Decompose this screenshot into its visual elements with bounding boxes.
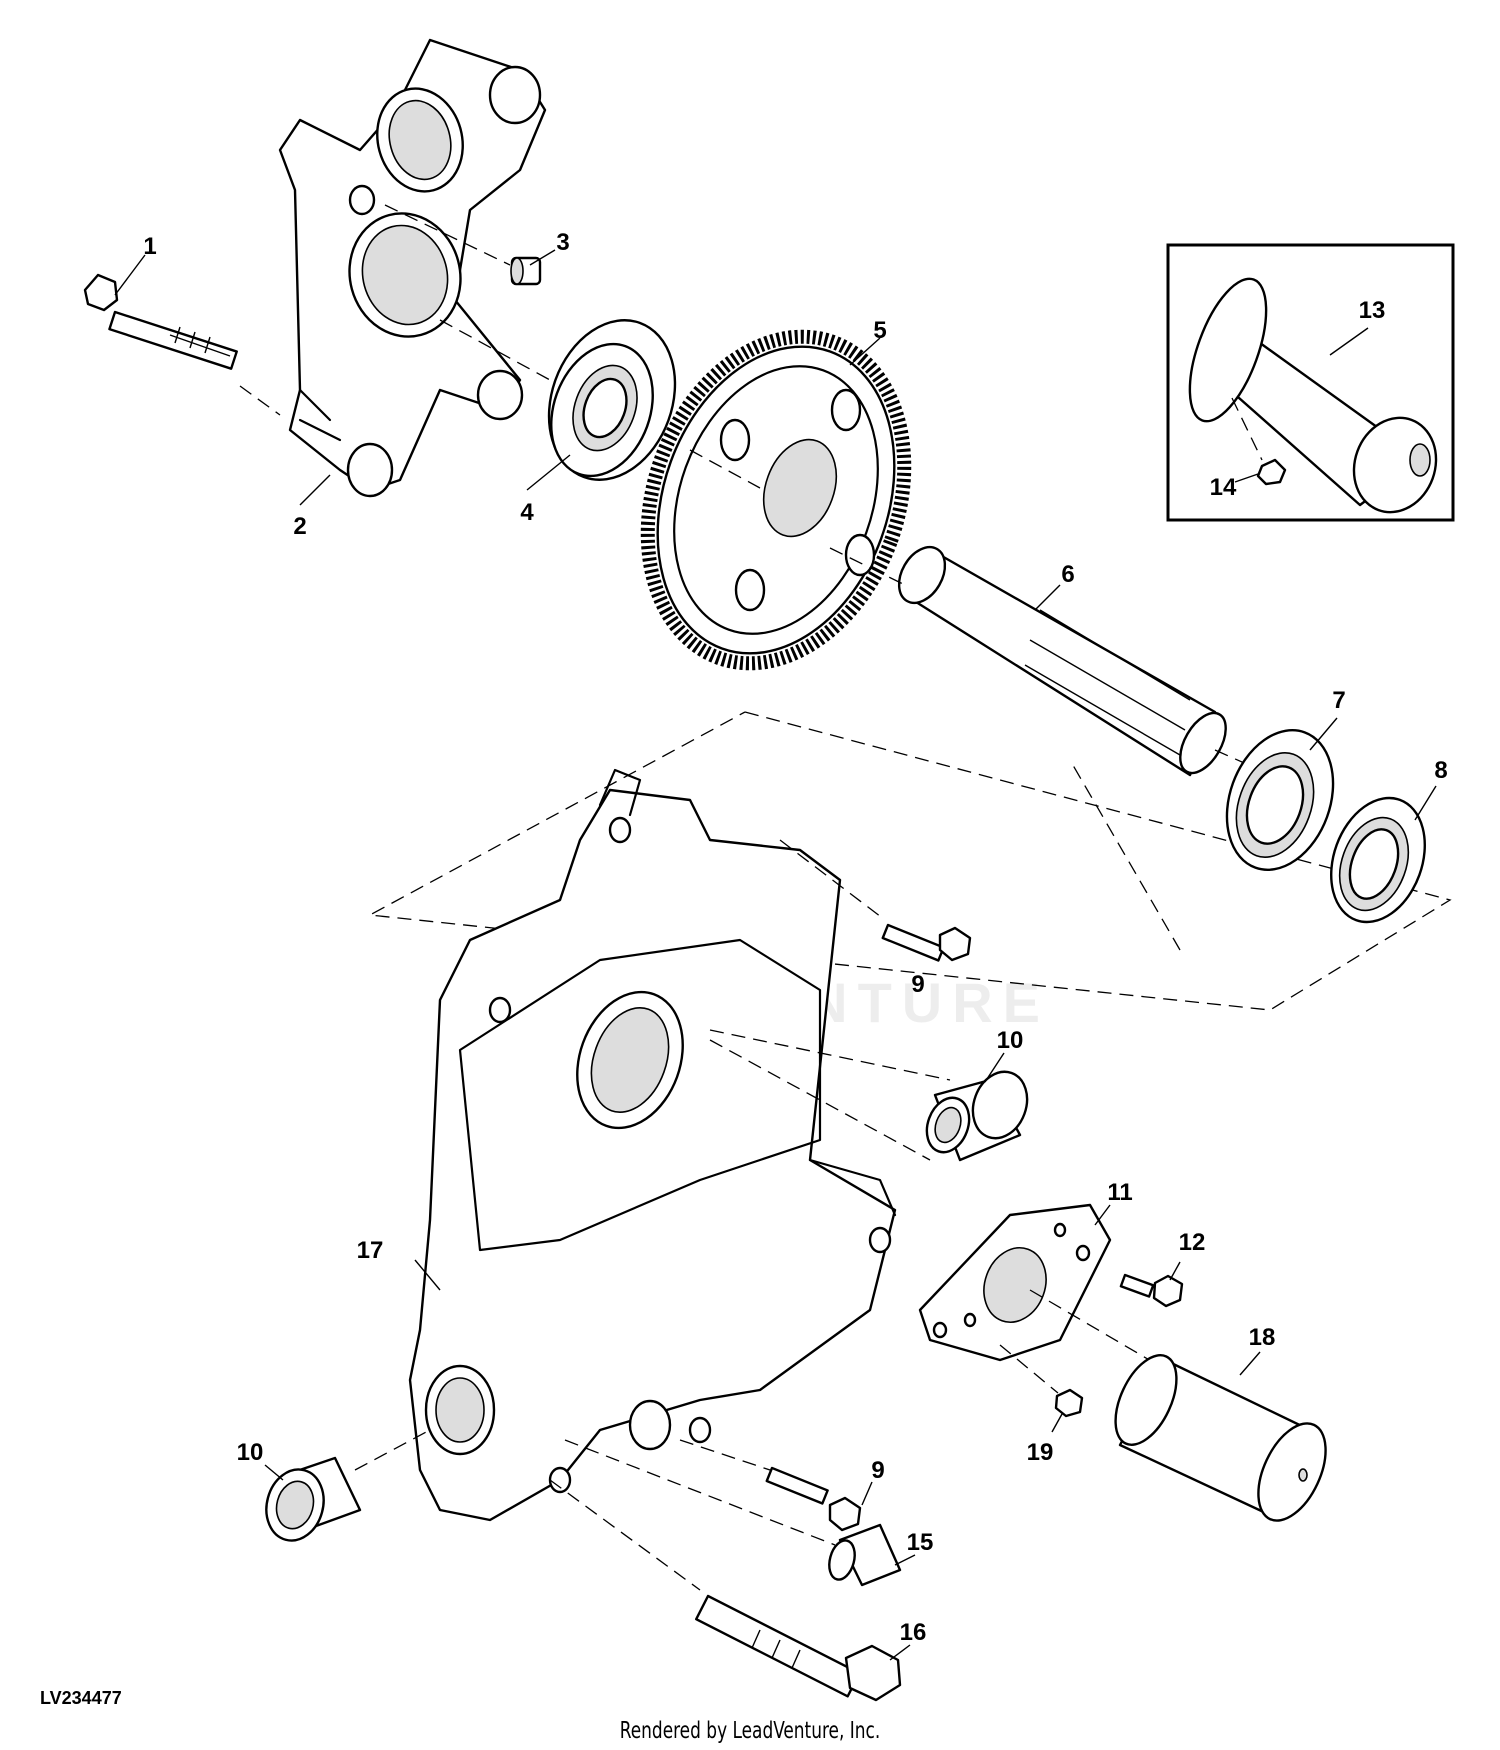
callout-18: 18 <box>1249 1324 1276 1351</box>
part-4-bearing[interactable] <box>439 302 696 497</box>
callout-5: 5 <box>873 317 886 344</box>
part-9-bolt-upper[interactable] <box>779 839 972 962</box>
callout-3: 3 <box>556 229 569 256</box>
callout-leaders <box>114 249 1437 1661</box>
part-9-bolt-lower[interactable] <box>679 1439 862 1532</box>
part-1-bolt[interactable] <box>83 273 281 416</box>
callout-4: 4 <box>520 499 534 526</box>
inset-detail-box <box>1166 243 1455 522</box>
callout-10-upper: 10 <box>997 1027 1024 1054</box>
part-16-bolt[interactable] <box>549 1479 902 1702</box>
part-13-shield[interactable] <box>1174 269 1449 524</box>
part-7-bearing[interactable] <box>1208 715 1351 885</box>
callout-9-upper: 9 <box>911 971 924 998</box>
callout-12: 12 <box>1179 1229 1206 1256</box>
diagram-id: LV234477 <box>40 1688 122 1708</box>
callout-10-lower: 10 <box>237 1439 264 1466</box>
part-5-gear[interactable] <box>604 300 948 699</box>
part-18-cylinder[interactable] <box>1103 1346 1339 1531</box>
part-15-plug[interactable] <box>564 1439 902 1587</box>
part-6-shaft[interactable] <box>829 539 1261 781</box>
part-10-bushing-lower[interactable] <box>259 1429 431 1547</box>
callout-19: 19 <box>1027 1439 1054 1466</box>
callout-labels: 1 2 3 4 5 6 7 8 9 10 11 12 13 14 15 16 1… <box>143 229 1447 1646</box>
part-11-plate[interactable] <box>918 1203 1176 1376</box>
callout-16: 16 <box>900 1619 927 1646</box>
part-17-housing[interactable] <box>408 768 951 1522</box>
part-14-screw[interactable] <box>1231 397 1287 486</box>
part-8-seal[interactable] <box>1315 785 1441 935</box>
callout-14: 14 <box>1210 474 1237 501</box>
callout-8: 8 <box>1434 757 1447 784</box>
callout-1: 1 <box>143 233 156 260</box>
part-3-dowel[interactable] <box>384 204 542 286</box>
callout-11: 11 <box>1107 1179 1132 1206</box>
callout-17: 17 <box>357 1237 384 1264</box>
part-19-screw[interactable] <box>999 1344 1084 1418</box>
callout-13: 13 <box>1359 297 1386 324</box>
callout-7: 7 <box>1332 687 1345 714</box>
callout-9-lower: 9 <box>871 1457 884 1484</box>
part-10-bushing-upper[interactable] <box>920 1064 1036 1162</box>
assembly-outline-dashed <box>367 711 1452 1011</box>
part-12-screw[interactable] <box>1119 1273 1184 1308</box>
callout-6: 6 <box>1061 561 1074 588</box>
callout-15: 15 <box>907 1529 934 1556</box>
callout-2: 2 <box>293 513 306 540</box>
render-credit: Rendered by LeadVenture, Inc. <box>619 1718 881 1744</box>
part-2-support-bracket[interactable] <box>278 38 547 498</box>
